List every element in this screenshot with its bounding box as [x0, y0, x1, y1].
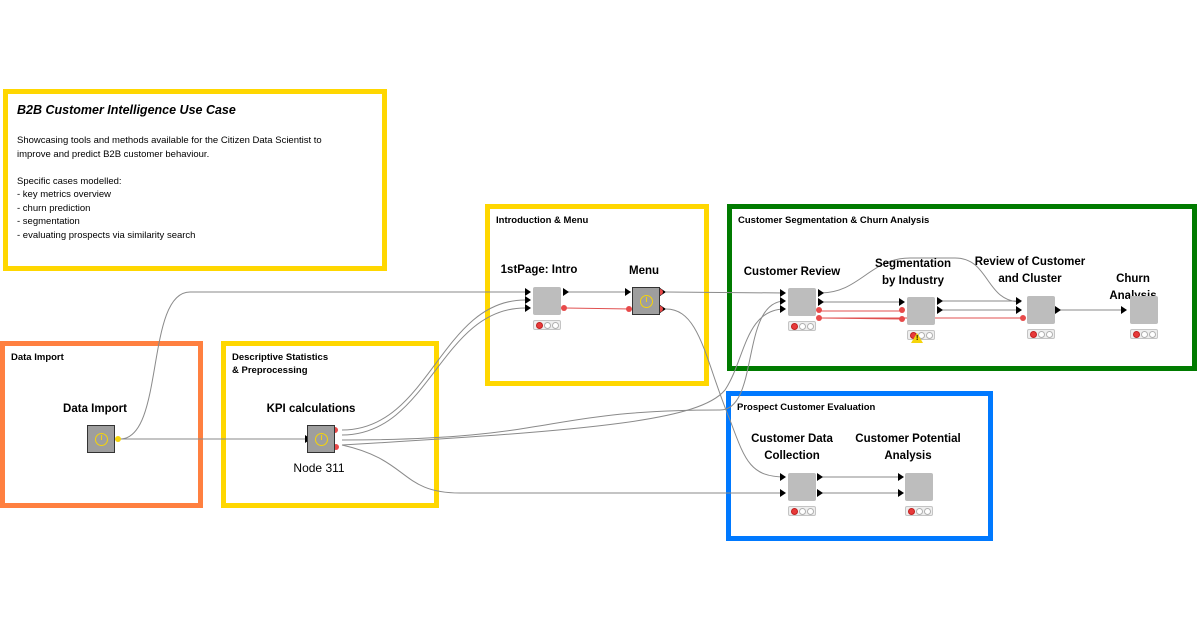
port-arrow: [1016, 306, 1022, 314]
node-icon-menu[interactable]: [632, 287, 660, 315]
flowvar-port: [816, 307, 822, 313]
node-icon-potential-analysis[interactable]: [905, 473, 933, 501]
clock-icon: [94, 432, 108, 446]
node-icon-kpi[interactable]: [307, 425, 335, 453]
annotation-prospect-title: Prospect Customer Evaluation: [737, 402, 876, 413]
node-icon-review-cluster[interactable]: [1027, 296, 1055, 324]
traffic-light-churn: [1130, 329, 1158, 339]
port-arrow: [525, 296, 531, 304]
node-icon-first-page[interactable]: [533, 287, 561, 315]
node-icon-segmentation-industry[interactable]: [907, 297, 935, 325]
clock-icon: [639, 294, 653, 308]
port-arrow: [1055, 306, 1061, 314]
intro-title: B2B Customer Intelligence Use Case: [17, 103, 236, 117]
port-arrow: [817, 489, 823, 497]
flowvar-port: [899, 307, 905, 313]
port-arrow: [1016, 297, 1022, 305]
port-arrow: [780, 297, 786, 305]
flowvar-port: [899, 316, 905, 322]
node-label-first-page: 1stPage: Intro: [500, 264, 578, 276]
annotation-segmentation-title: Customer Segmentation & Churn Analysis: [738, 215, 930, 226]
data-port: [115, 436, 121, 442]
annotation-data-import-title: Data Import: [11, 352, 64, 363]
annotation-intro-menu-title: Introduction & Menu: [496, 215, 589, 226]
annotation-descriptive-title: Descriptive Statistics & Preprocessing: [232, 352, 329, 376]
node-icon-churn[interactable]: [1130, 296, 1158, 324]
port-arrow: [817, 473, 823, 481]
intro-body: Showcasing tools and methods available f…: [17, 135, 322, 241]
flowvar-port: [1020, 315, 1026, 321]
traffic-light-data-collection: [788, 506, 816, 516]
node-icon-customer-review[interactable]: [788, 288, 816, 316]
flowvar-port: [626, 306, 632, 312]
node-label-segmentation-industry: Segmentation by Industry: [874, 258, 952, 287]
node-icon-data-collection[interactable]: [788, 473, 816, 501]
wire-kpi-review-1: [341, 300, 786, 441]
port-arrow: [780, 305, 786, 313]
port-arrow: [625, 288, 631, 296]
node-label-kpi: KPI calculations: [266, 403, 356, 415]
port-arrow: [780, 489, 786, 497]
wire-kpi-collection: [341, 444, 785, 494]
port-arrow: [780, 289, 786, 297]
warning-mark: !: [916, 335, 919, 342]
flowvar-port: [561, 305, 567, 311]
flowvar-port: [816, 315, 822, 321]
wire-menu-review: [665, 291, 786, 294]
node-label-customer-review: Customer Review: [743, 266, 841, 278]
traffic-light-first-page: [533, 320, 561, 330]
traffic-light-customer-review: [788, 321, 816, 331]
port-arrow: [818, 298, 824, 306]
wire-review-cluster-top: [819, 257, 1022, 303]
annotation-intro: B2B Customer Intelligence Use Case Showc…: [3, 89, 387, 271]
node-label-menu: Menu: [628, 265, 660, 277]
port-arrow: [898, 473, 904, 481]
node-icon-data-import[interactable]: [87, 425, 115, 453]
port-arrow: [525, 304, 531, 312]
port-arrow: [937, 306, 943, 314]
node-label-potential-analysis: Customer Potential Analysis: [855, 433, 961, 462]
port-arrow: [898, 489, 904, 497]
annotation-data-import: Data Import: [0, 341, 203, 508]
flowvar-firstpage-menu: [564, 307, 632, 310]
annotation-descriptive: Descriptive Statistics & Preprocessing: [221, 341, 439, 508]
wire-menu-collection: [665, 308, 786, 478]
port-arrow: [818, 289, 824, 297]
wire-kpi-review-2: [341, 308, 786, 446]
wire-import-firstpage: [119, 291, 525, 440]
annotation-intro-menu: Introduction & Menu: [485, 204, 709, 386]
port-arrow: [899, 298, 905, 306]
port-arrow: [525, 288, 531, 296]
node-label-data-collection: Customer Data Collection: [751, 433, 833, 462]
port-arrow: [780, 473, 786, 481]
annotation-prospect: Prospect Customer Evaluation: [726, 391, 993, 541]
clock-icon: [314, 432, 328, 446]
wire-kpi-firstpage-1: [341, 299, 526, 431]
node-label-data-import: Data Import: [63, 403, 127, 415]
port-arrow: [1121, 306, 1127, 314]
wire-kpi-firstpage-2: [341, 307, 526, 436]
node-label-review-cluster: Review of Customer and Cluster: [974, 256, 1086, 285]
warning-icon: [911, 333, 923, 343]
annotation-segmentation: Customer Segmentation & Churn Analysis: [727, 204, 1197, 371]
node-caption-kpi: Node 311: [293, 461, 345, 475]
port-arrow: [563, 288, 569, 296]
port-arrow: [937, 297, 943, 305]
traffic-light-potential-analysis: [905, 506, 933, 516]
traffic-light-review-cluster: [1027, 329, 1055, 339]
